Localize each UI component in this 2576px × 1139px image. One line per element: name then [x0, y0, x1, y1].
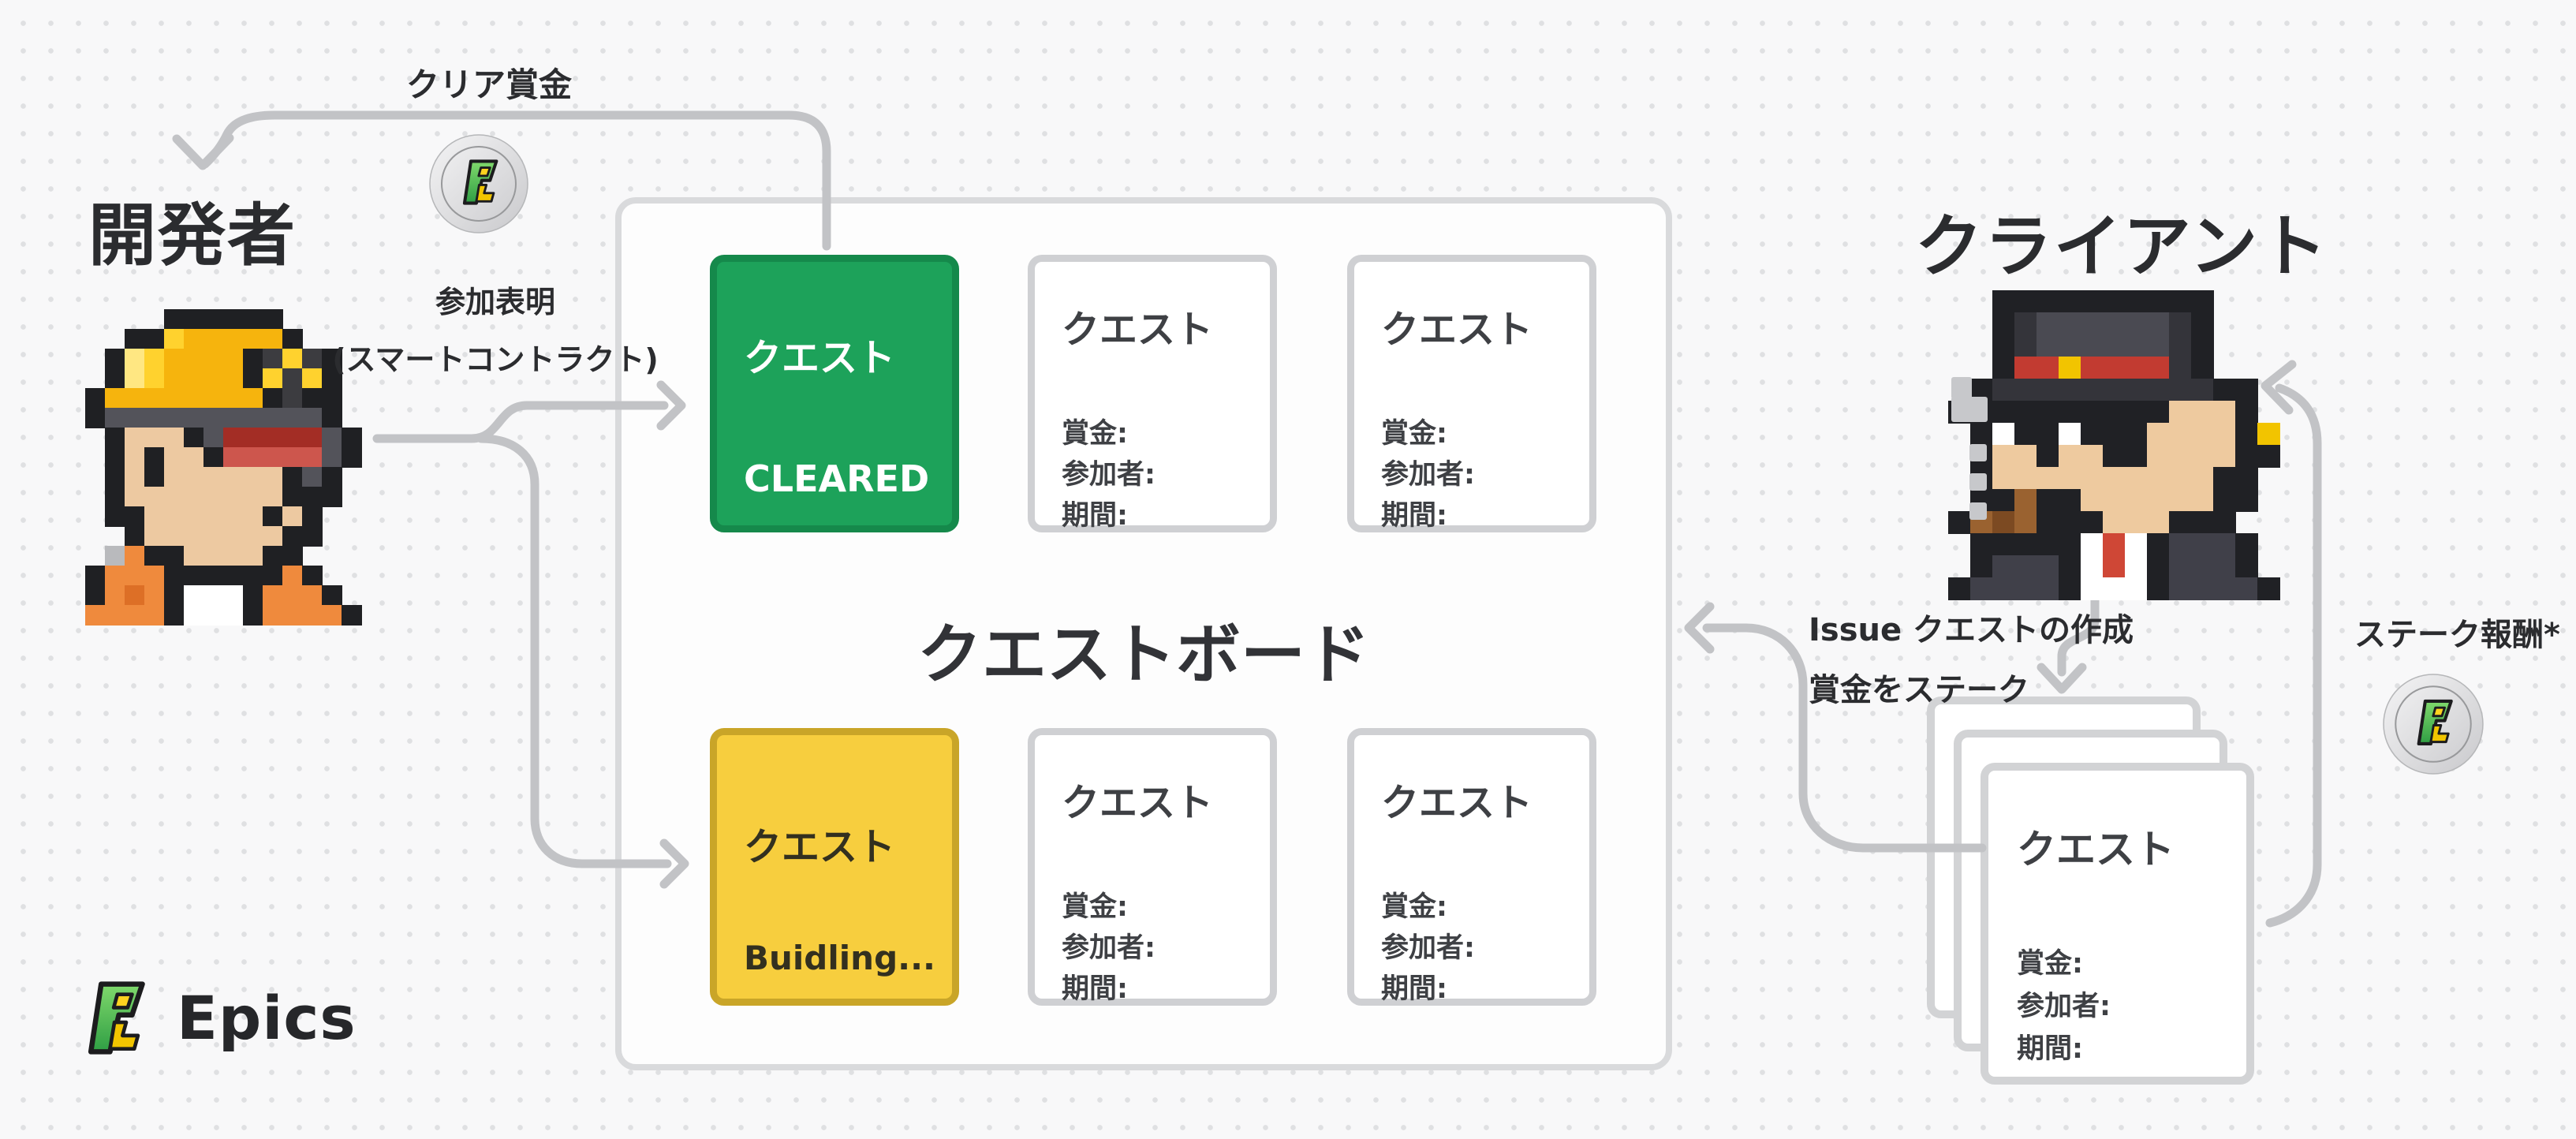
- quest-card-title: クエスト: [744, 825, 896, 869]
- quest-field-participants: 参加者:: [1062, 932, 1155, 964]
- issue-quest-label: Issue クエストの作成 賞金をステーク: [1809, 604, 2134, 710]
- epics-logo-text: Epics: [177, 983, 357, 1053]
- quest-field-period: 期間:: [2017, 1033, 2083, 1065]
- quest-card-title: クエスト: [1381, 308, 1533, 352]
- epics-coin-icon: [2382, 673, 2485, 779]
- quest-field-period: 期間:: [1381, 500, 1447, 532]
- quest-card-status: Buidling...: [744, 939, 935, 977]
- quest-field-participants: 参加者:: [1062, 459, 1155, 491]
- issue-quest-label-line2: 賞金をステーク: [1809, 672, 2029, 708]
- quest-board-panel: クエストボード クエスト CLEARED クエスト 賞金: 参加者: 期間: ク…: [615, 197, 1672, 1070]
- epics-coin-icon: [428, 133, 529, 237]
- quest-card-title: クエスト: [2017, 827, 2175, 872]
- pipe-smoke-icon: [1969, 502, 1987, 520]
- clear-reward-arrowhead: [172, 133, 234, 170]
- quest-field-period: 期間:: [1062, 500, 1128, 532]
- quest-field-participants: 参加者:: [1381, 459, 1475, 491]
- participation-arrow-branch: [476, 434, 672, 868]
- issue-quest-arrow: [1702, 623, 1987, 853]
- issue-quest-label-line1: Issue クエストの作成: [1809, 612, 2134, 648]
- client-create-arrowhead: [2037, 663, 2087, 694]
- quest-card-building: クエスト Buidling...: [710, 728, 959, 1006]
- quest-card-title: クエスト: [744, 336, 896, 380]
- stake-reward-arrow: [2265, 383, 2322, 928]
- pipe-smoke-icon: [1951, 397, 1988, 422]
- quest-field-reward: 賞金:: [1381, 891, 1447, 923]
- quest-field-reward: 賞金:: [1381, 418, 1447, 450]
- quest-field-reward: 賞金:: [1062, 418, 1128, 450]
- participation-arrow-main: [372, 401, 669, 443]
- issued-quest-card-front: クエスト 賞金: 参加者: 期間:: [1981, 763, 2254, 1085]
- quest-card-title: クエスト: [1381, 781, 1533, 825]
- participation-arrowhead-bottom: [659, 838, 689, 889]
- quest-board-title: クエストボード: [917, 618, 1370, 693]
- participation-arrowhead-top: [656, 380, 686, 431]
- quest-field-reward: 賞金:: [2017, 948, 2083, 980]
- quest-field-participants: 参加者:: [1381, 932, 1475, 964]
- quest-card-open: クエスト 賞金: 参加者: 期間:: [1347, 728, 1596, 1006]
- quest-field-period: 期間:: [1381, 973, 1447, 1005]
- client-title: クライアント: [1914, 207, 2329, 286]
- quest-card-status: CLEARED: [744, 457, 930, 500]
- participation-label-line2: (スマートコントラクト): [332, 342, 659, 377]
- stake-reward-label: ステーク報酬*: [2354, 617, 2560, 653]
- epics-logo-glyph: [82, 980, 148, 1056]
- pipe-smoke-icon: [1951, 377, 1972, 399]
- participation-label-line1: 参加表明: [435, 285, 555, 319]
- quest-card-open: クエスト 賞金: 参加者: 期間:: [1347, 255, 1596, 532]
- quest-card-cleared: クエスト CLEARED: [710, 255, 959, 532]
- quest-field-reward: 賞金:: [1062, 891, 1128, 923]
- issue-quest-arrowhead: [1684, 602, 1715, 654]
- client-create-arrow: [2057, 587, 2100, 677]
- quest-card-title: クエスト: [1062, 308, 1214, 352]
- quest-field-participants: 参加者:: [2017, 991, 2111, 1022]
- participation-label: 参加表明 (スマートコントラクト): [330, 278, 661, 379]
- quest-card-open: クエスト 賞金: 参加者: 期間:: [1028, 728, 1277, 1006]
- quest-card-title: クエスト: [1062, 781, 1214, 825]
- clear-reward-label: クリア賞金: [406, 65, 573, 104]
- epics-brand: Epics: [82, 980, 357, 1056]
- developer-title: 開発者: [88, 196, 297, 275]
- quest-field-period: 期間:: [1062, 973, 1128, 1005]
- pipe-smoke-icon: [1969, 444, 1987, 461]
- quest-card-open: クエスト 賞金: 参加者: 期間:: [1028, 255, 1277, 532]
- pipe-smoke-icon: [1969, 473, 1987, 491]
- stake-reward-arrowhead: [2261, 360, 2297, 415]
